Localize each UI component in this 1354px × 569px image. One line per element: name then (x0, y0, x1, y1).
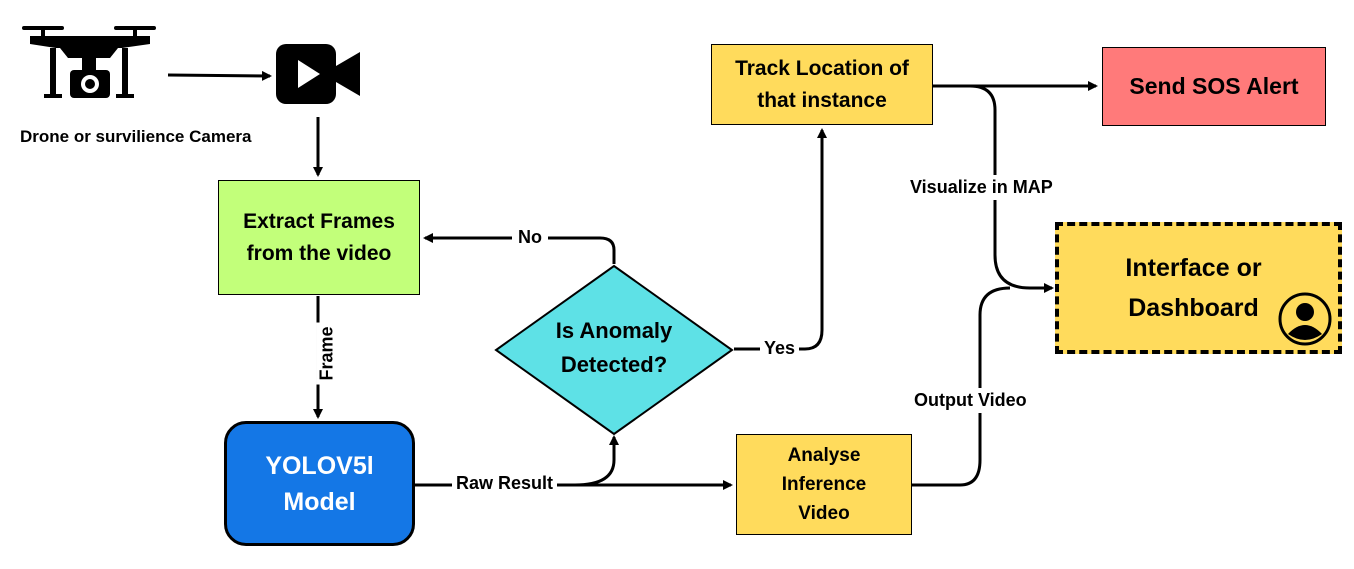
video-camera-icon (276, 44, 360, 104)
visualize-edge-label: Visualize in MAP (908, 175, 1055, 200)
send-sos-label: Send SOS Alert (1129, 73, 1299, 99)
model-node: YOLOV5l Model (224, 421, 415, 546)
edge-decision-yes (734, 128, 827, 351)
analyse-label: Analyse Inference Video (781, 445, 867, 524)
track-location-label: Track Location of that instance (735, 56, 909, 112)
edge-drone-camera (167, 70, 272, 81)
dashboard-node: Interface or Dashboard (1055, 222, 1342, 354)
extract-frames-label: Extract Frames from the video (243, 209, 395, 265)
analyse-node: Analyse Inference Video (736, 434, 912, 535)
edge-analyse-dashboard (912, 286, 1011, 487)
decision-node (494, 264, 734, 436)
no-edge-label: No (512, 227, 548, 248)
user-avatar-icon (1278, 292, 1332, 346)
extract-frames-node: Extract Frames from the video (218, 180, 420, 295)
yes-edge-label: Yes (760, 338, 800, 359)
track-location-node: Track Location of that instance (711, 44, 933, 125)
decision-label: Is Anomaly Detected? (555, 318, 673, 377)
send-sos-node: Send SOS Alert (1102, 47, 1326, 126)
edge-raw-decision (574, 435, 619, 487)
model-label: YOLOV5l Model (265, 451, 374, 516)
edge-track-dashboard (969, 84, 1054, 293)
edge-decision-no (423, 233, 616, 264)
raw-result-edge-label: Raw Result (452, 473, 558, 494)
output-video-edge-label: Output Video (912, 388, 1029, 413)
frame-edge-label: Frame (316, 322, 338, 385)
drone-icon (22, 26, 156, 98)
drone-label: Drone or survilience Camera (20, 127, 252, 147)
dashboard-label: Interface or Dashboard (1125, 254, 1262, 322)
